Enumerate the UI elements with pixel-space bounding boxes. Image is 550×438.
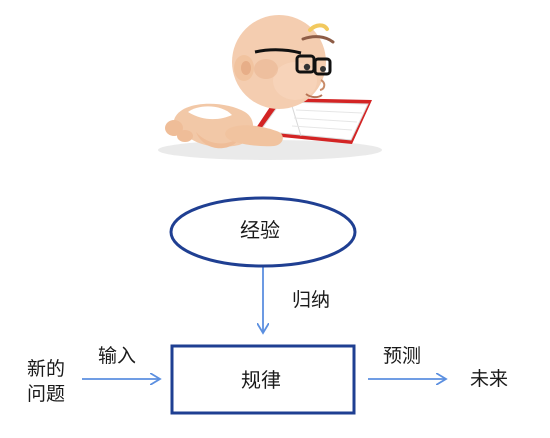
new-problem-label: 新的 问题 <box>27 357 65 407</box>
baby-reading-illustration <box>158 15 382 160</box>
experience-node <box>169 196 357 268</box>
rule-node <box>170 344 356 415</box>
new-problem-line-2: 问题 <box>27 383 66 405</box>
input-label: 输入 <box>98 345 137 367</box>
induction-label: 归纳 <box>292 289 331 311</box>
predict-label: 预测 <box>383 345 422 367</box>
future-label: 未来 <box>470 368 509 390</box>
experience-label: 经验 <box>240 218 280 242</box>
rule-label: 规律 <box>241 368 281 392</box>
new-problem-line-1: 新的 <box>27 358 66 380</box>
